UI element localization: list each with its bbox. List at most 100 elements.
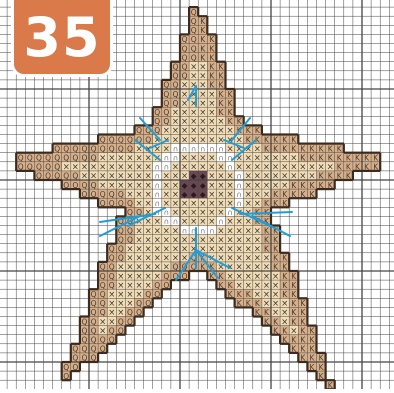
stitch-symbol: Q [91, 345, 97, 354]
stitch-symbol: Q [172, 72, 178, 81]
stitch-symbol: ∩ [200, 226, 206, 235]
stitch-symbol: Q [163, 272, 169, 281]
stitch-symbol: Q [163, 81, 169, 90]
stitch-symbol: ∩ [227, 163, 233, 172]
stitch-symbol: Q [91, 308, 97, 317]
pattern-number-badge: 35 [14, 0, 110, 74]
stitch-symbol: Q [45, 153, 51, 162]
stitch-symbol: Q [45, 163, 51, 172]
stitch-symbol: ∩ [191, 144, 197, 153]
stitch-symbol: Q [118, 144, 124, 153]
stitch-symbol: ◆ [200, 190, 206, 199]
stitch-symbol: Q [191, 44, 197, 53]
stitch-symbol: ◆ [191, 172, 197, 181]
stitch-symbol: ∩ [236, 190, 242, 199]
stitch-symbol: Q [182, 62, 188, 71]
stitch-symbol: ∩ [164, 163, 170, 172]
stitch-symbol: Q [118, 244, 124, 253]
stitch-symbol: Q [109, 190, 115, 199]
stitch-symbol: Q [172, 263, 178, 272]
stitch-symbol: Q [100, 290, 106, 299]
stitch-symbol: ◆ [191, 181, 197, 190]
stitch-symbol: Q [72, 354, 78, 363]
stitch-symbol: Q [91, 181, 97, 190]
stitch-symbol: Q [100, 190, 106, 199]
stitch-symbol: Q [18, 153, 24, 162]
stitch-symbol: Q [36, 163, 42, 172]
stitch-symbol: Q [91, 144, 97, 153]
stitch-symbol: Q [91, 153, 97, 162]
stitch-symbol: ∩ [218, 153, 224, 162]
stitch-symbol: Q [109, 272, 115, 281]
stitch-symbol: Q [127, 308, 133, 317]
stitch-symbol: Q [191, 17, 197, 26]
stitch-symbol: Q [182, 35, 188, 44]
stitch-symbol: Q [81, 345, 87, 354]
stitch-symbol: Q [118, 190, 124, 199]
stitch-symbol: Q [127, 144, 133, 153]
stitch-symbol: Q [109, 144, 115, 153]
stitch-symbol: Q [182, 53, 188, 62]
stitch-symbol: Q [127, 235, 133, 244]
stitch-symbol: ◆ [200, 181, 206, 190]
stitch-symbol: Q [136, 299, 142, 308]
stitch-symbol: Q [72, 172, 78, 181]
stitch-symbol: Q [63, 153, 69, 162]
stitch-symbol: ∩ [200, 144, 206, 153]
stitch-symbol: ∩ [236, 181, 242, 190]
stitch-symbol: Q [91, 326, 97, 335]
stitch-symbol: Q [81, 181, 87, 190]
stitch-symbol: Q [100, 263, 106, 272]
stitch-symbol: ∩ [155, 181, 161, 190]
stitch-symbol: Q [81, 153, 87, 162]
stitch-symbol: Q [109, 244, 115, 253]
stitch-symbol: ◆ [191, 190, 197, 199]
stitch-symbol: ◆ [182, 181, 188, 190]
stitch-symbol: ∩ [236, 172, 242, 181]
stitch-symbol: Q [154, 108, 160, 117]
stitch-symbol: ∩ [182, 226, 188, 235]
stitch-symbol: Q [72, 345, 78, 354]
stitch-symbol: ∩ [164, 153, 170, 162]
stitch-symbol: Q [54, 144, 60, 153]
stitch-symbol: Q [172, 81, 178, 90]
stitch-symbol: Q [163, 99, 169, 108]
stitch-symbol: Q [145, 290, 151, 299]
stitch-symbol: Q [109, 326, 115, 335]
stitch-symbol: Q [91, 317, 97, 326]
stitch-symbol: Q [118, 135, 124, 144]
stitch-symbol: Q [100, 308, 106, 317]
stitch-symbol: Q [127, 199, 133, 208]
stitch-symbol: Q [63, 363, 69, 372]
stitch-symbol: Q [100, 144, 106, 153]
stitch-symbol: Q [127, 226, 133, 235]
stitch-symbol: ∩ [236, 199, 242, 208]
stitch-symbol: Q [100, 281, 106, 290]
stitch-symbol: Q [109, 135, 115, 144]
stitch-symbol: ∩ [155, 199, 161, 208]
stitch-symbol: Q [172, 62, 178, 71]
stitch-symbol: ∩ [182, 144, 188, 153]
stitch-symbol: ∩ [209, 144, 215, 153]
stitch-symbol: Q [118, 317, 124, 326]
stitch-symbol: Q [191, 8, 197, 17]
stitch-symbol: Q [145, 135, 151, 144]
stitch-symbol: Q [81, 326, 87, 335]
stitch-symbol: Q [109, 254, 115, 263]
stitch-symbol: ∩ [218, 217, 224, 226]
stitch-symbol: ∩ [155, 190, 161, 199]
stitch-symbol: Q [118, 254, 124, 263]
stitch-symbol: ∩ [164, 208, 170, 217]
stitch-symbol: ∩ [218, 144, 224, 153]
stitch-symbol: Q [81, 317, 87, 326]
stitch-symbol: Q [118, 235, 124, 244]
stitch-symbol: Q [191, 35, 197, 44]
stitch-symbol: ∩ [209, 226, 215, 235]
stitch-symbol: Q [91, 335, 97, 344]
stitch-symbol: Q [191, 53, 197, 62]
stitch-symbol: Q [91, 290, 97, 299]
stitch-symbol: ∩ [173, 153, 179, 162]
stitch-symbol: Q [136, 126, 142, 135]
stitch-symbol: Q [172, 90, 178, 99]
